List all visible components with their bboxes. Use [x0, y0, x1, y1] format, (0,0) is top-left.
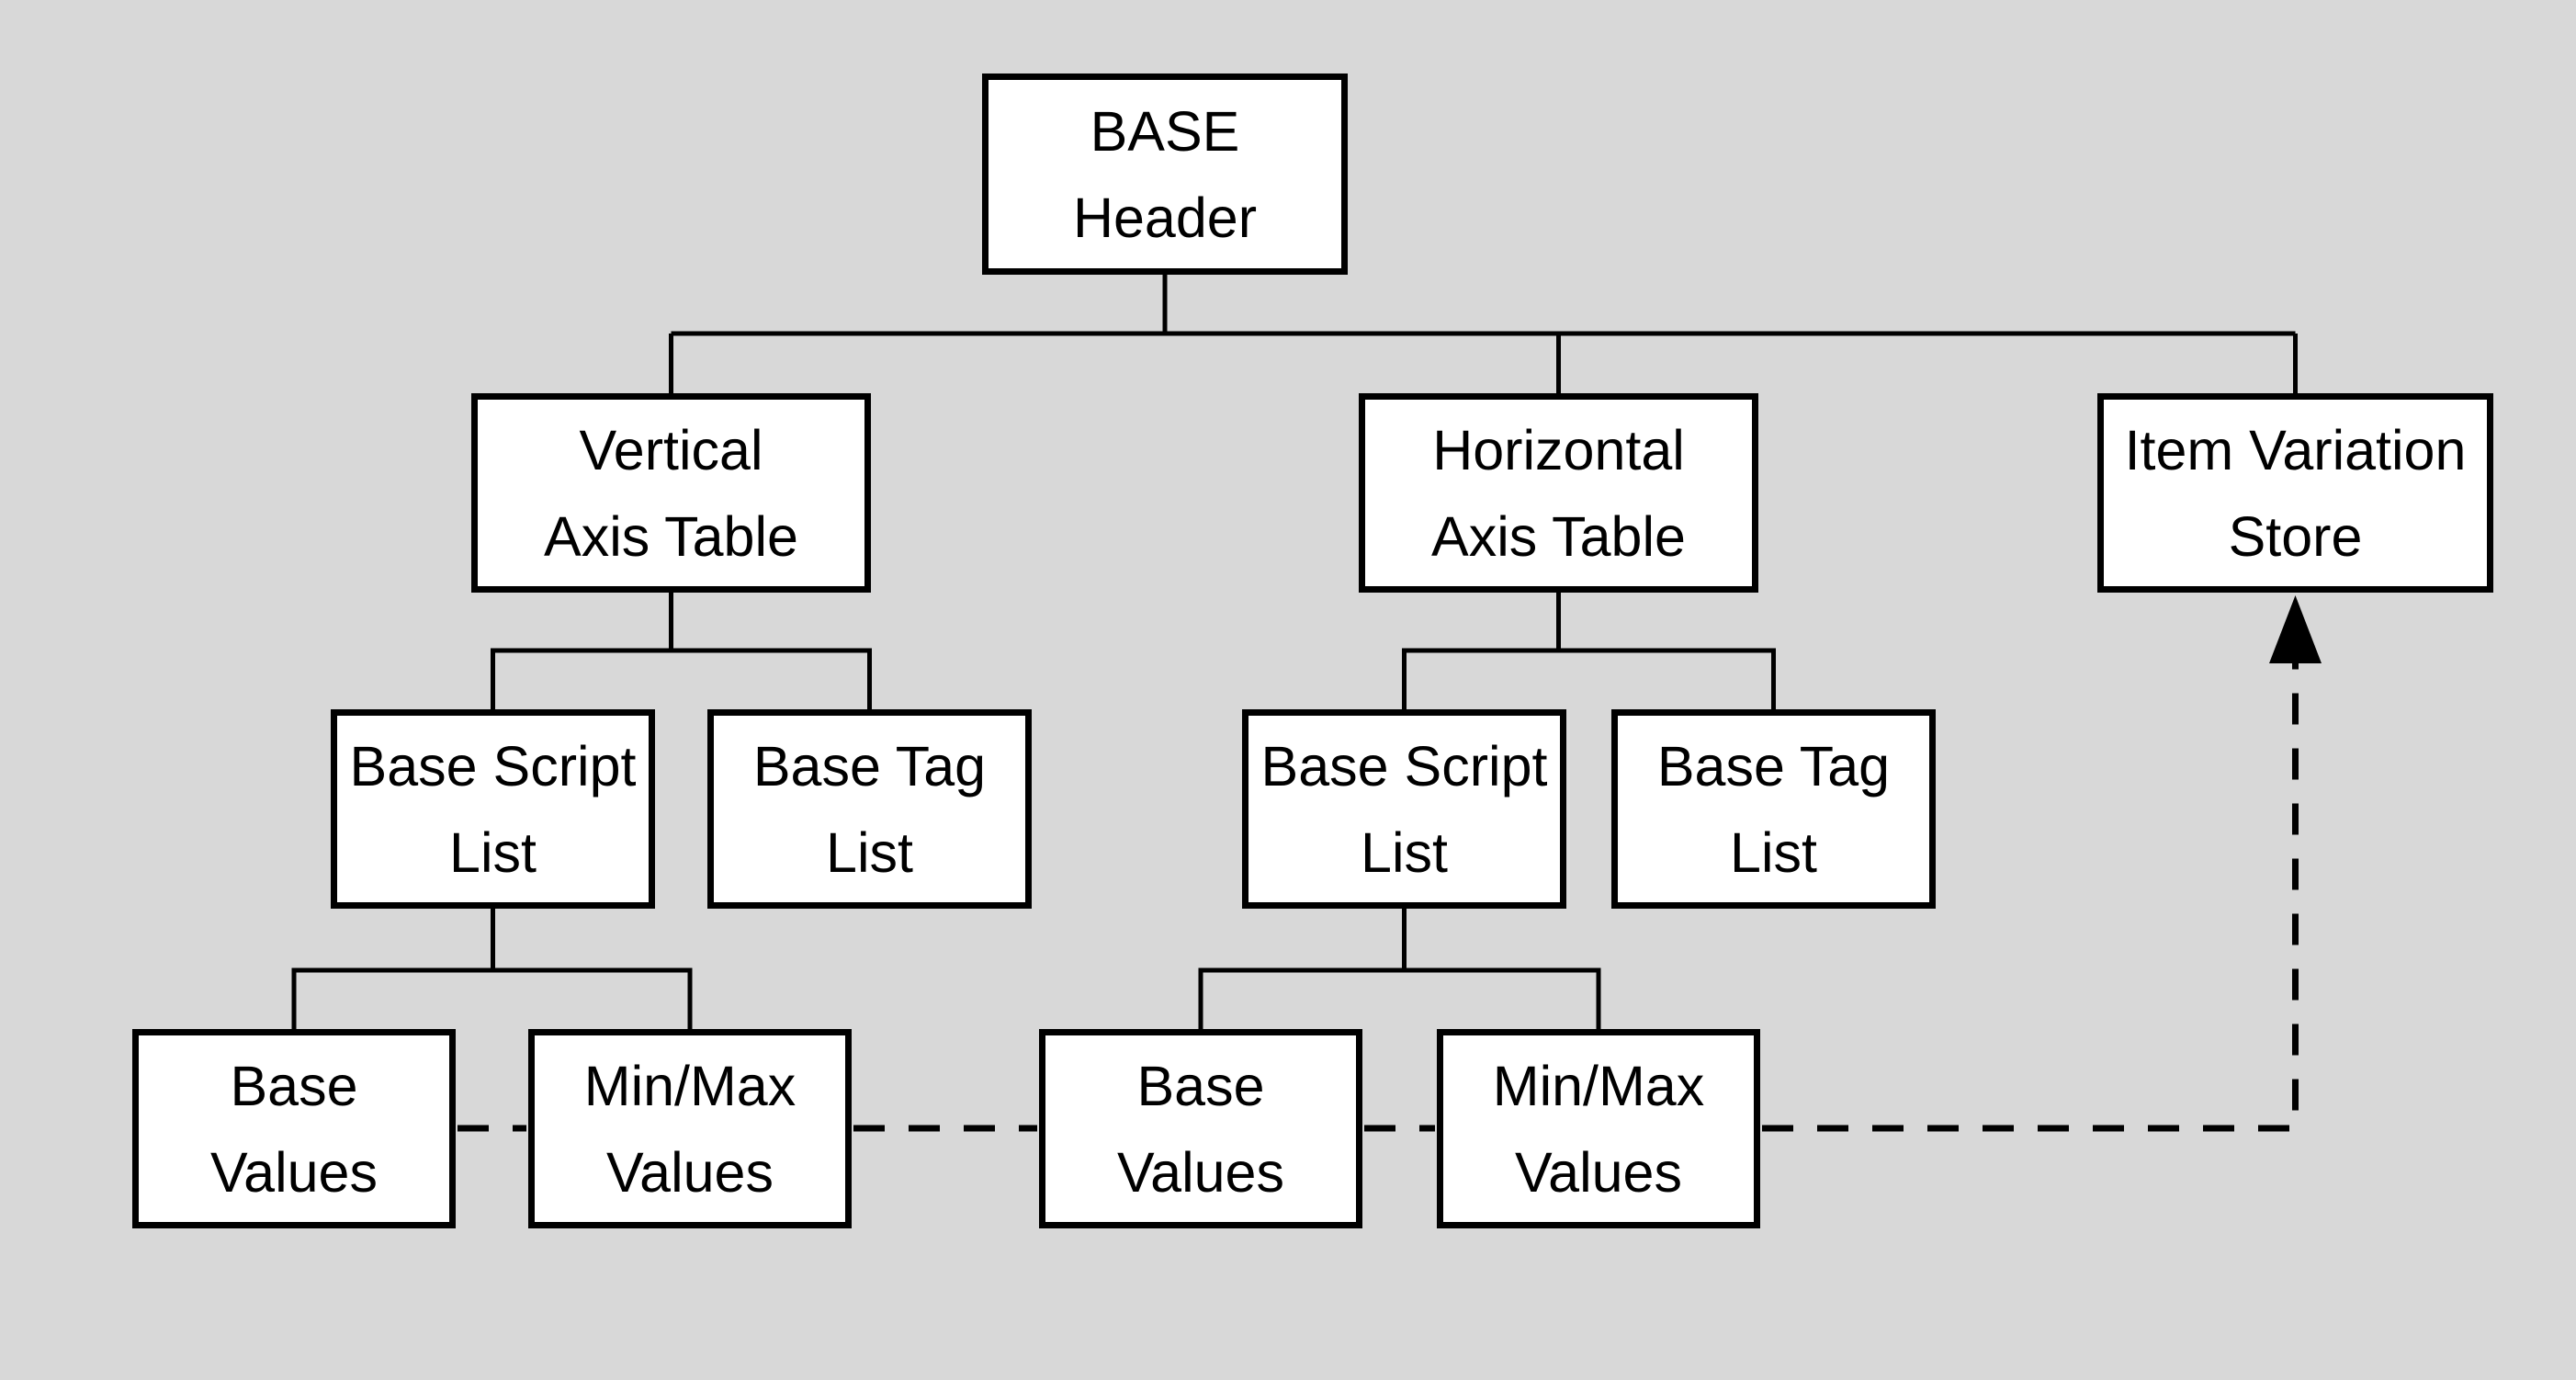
node-label-line: List [1730, 820, 1817, 884]
connector-vertical-axis-bracket [491, 648, 872, 713]
node-label-line: Item Variation [2124, 418, 2467, 481]
node-horizontal-base-script-list: Base Script List [1242, 709, 1566, 909]
node-horizontal-minmax-values: Min/Max Values [1437, 1029, 1760, 1228]
node-label-line: List [1361, 820, 1448, 884]
node-horizontal-base-tag-list: Base Tag List [1611, 709, 1936, 909]
dashed-arrowhead-up-icon [2269, 595, 2322, 663]
node-label-line: Min/Max [583, 1054, 797, 1117]
node-label-line: Base [230, 1054, 358, 1117]
node-label-line: Base Tag [752, 734, 987, 797]
node-label-line: List [826, 820, 913, 884]
node-label-line: Axis Table [1431, 504, 1686, 568]
node-label-line: Base Script [349, 734, 637, 797]
node-label-line: Axis Table [544, 504, 798, 568]
connector-v-base-script-bracket [291, 967, 693, 1033]
node-label-line: Min/Max [1492, 1054, 1705, 1117]
node-label-line: Values [606, 1140, 774, 1204]
node-label-line: Vertical [579, 418, 763, 481]
node-vertical-base-script-list: Base Script List [331, 709, 655, 909]
connector-horizontal-axis-bracket [1402, 648, 1776, 713]
node-label-line: Values [1515, 1140, 1682, 1204]
node-label-line: Store [2228, 504, 2363, 568]
node-label-line: Values [1117, 1140, 1284, 1204]
node-label-line: Header [1072, 186, 1258, 249]
node-label-line: Values [210, 1140, 378, 1204]
node-horizontal-axis-table: Horizontal Axis Table [1359, 393, 1758, 593]
node-base-header: BASE Header [982, 74, 1348, 275]
node-vertical-base-values: Base Values [132, 1029, 456, 1228]
node-label-line: Base Script [1260, 734, 1548, 797]
node-item-variation-store: Item Variation Store [2097, 393, 2493, 593]
node-label-line: BASE [1090, 99, 1240, 163]
node-label-line: Base [1136, 1054, 1265, 1117]
node-label-line: Base Tag [1656, 734, 1891, 797]
node-label-line: List [449, 820, 537, 884]
node-label-line: Horizontal [1432, 418, 1685, 481]
node-vertical-base-tag-list: Base Tag List [707, 709, 1032, 909]
node-vertical-minmax-values: Min/Max Values [528, 1029, 852, 1228]
node-vertical-axis-table: Vertical Axis Table [471, 393, 871, 593]
node-horizontal-base-values: Base Values [1039, 1029, 1362, 1228]
connector-h-base-script-bracket [1198, 967, 1601, 1033]
